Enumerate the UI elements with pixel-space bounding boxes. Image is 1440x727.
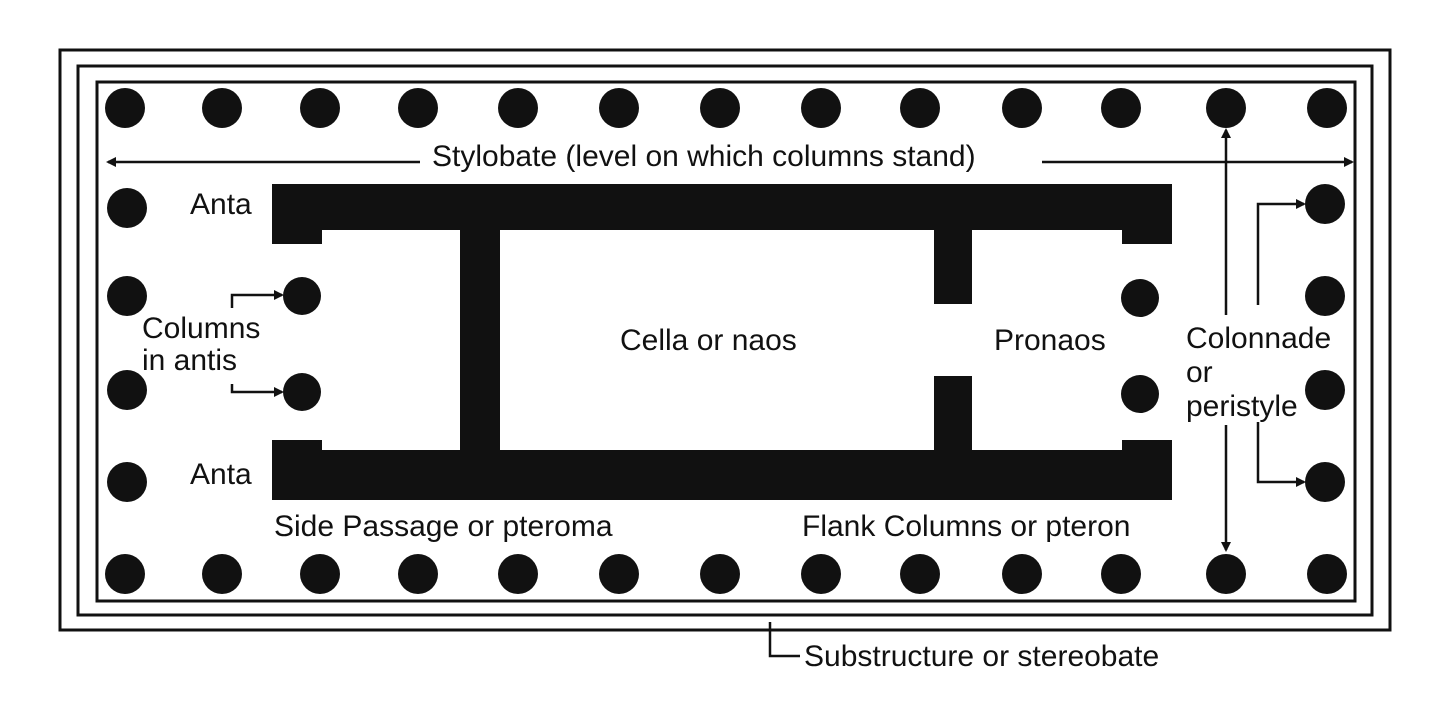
column-top-13 bbox=[1307, 88, 1347, 128]
leader-lines bbox=[106, 128, 1354, 658]
north-wall bbox=[272, 184, 1172, 230]
column-in-antis-west-1 bbox=[283, 277, 321, 315]
column-bottom-3 bbox=[300, 554, 340, 594]
anta-top-label: Anta bbox=[190, 188, 252, 221]
columns-in-antis-label-line1: Columns bbox=[142, 312, 260, 345]
column-top-5 bbox=[498, 88, 538, 128]
colonnade-arrow-lower bbox=[1256, 422, 1306, 487]
east-anta-bottom bbox=[1122, 440, 1172, 500]
column-bottom-5 bbox=[498, 554, 538, 594]
stylobate-label: Stylobate (level on which columns stand) bbox=[432, 140, 976, 173]
column-west-2 bbox=[107, 276, 147, 316]
column-top-4 bbox=[398, 88, 438, 128]
column-bottom-8 bbox=[801, 554, 841, 594]
column-west-3 bbox=[107, 370, 147, 410]
colonnade-label-line2: or bbox=[1186, 356, 1213, 389]
south-wall bbox=[272, 450, 1172, 500]
anta-bottom-label: Anta bbox=[190, 458, 252, 491]
cella-label: Cella or naos bbox=[620, 324, 797, 357]
column-in-antis-east-2 bbox=[1121, 375, 1159, 413]
columns-in-antis bbox=[283, 277, 1159, 413]
column-west-4 bbox=[107, 462, 147, 502]
column-top-6 bbox=[599, 88, 639, 128]
column-top-3 bbox=[300, 88, 340, 128]
column-bottom-12 bbox=[1206, 554, 1246, 594]
column-east-4 bbox=[1305, 462, 1345, 502]
substructure-leader bbox=[768, 622, 800, 658]
west-anta-top bbox=[272, 184, 322, 244]
column-bottom-2 bbox=[202, 554, 242, 594]
columns-in-antis-arrow-top bbox=[230, 290, 284, 308]
column-top-8 bbox=[801, 88, 841, 128]
column-top-9 bbox=[900, 88, 940, 128]
column-east-3 bbox=[1305, 370, 1345, 410]
column-in-antis-east-1 bbox=[1121, 279, 1159, 317]
pronaos-wall-upper bbox=[934, 184, 972, 304]
column-bottom-13 bbox=[1307, 554, 1347, 594]
stereobate-middle-border bbox=[76, 64, 1374, 617]
side-passage-label: Side Passage or pteroma bbox=[274, 510, 613, 543]
column-bottom-4 bbox=[398, 554, 438, 594]
colonnade-label-line1: Colonnade bbox=[1186, 322, 1331, 355]
colonnade-arrow-upper bbox=[1256, 199, 1306, 305]
column-bottom-10 bbox=[1002, 554, 1042, 594]
peristyle-columns bbox=[105, 88, 1347, 594]
stylobate-border bbox=[95, 80, 1357, 603]
cella-walls bbox=[272, 184, 1172, 500]
column-bottom-7 bbox=[700, 554, 740, 594]
column-top-12 bbox=[1206, 88, 1246, 128]
column-west-1 bbox=[107, 188, 147, 228]
column-east-2 bbox=[1305, 276, 1345, 316]
columns-in-antis-label-line2: in antis bbox=[142, 344, 237, 377]
column-top-1 bbox=[105, 88, 145, 128]
column-bottom-1 bbox=[105, 554, 145, 594]
west-anta-bottom bbox=[272, 440, 322, 500]
east-anta-top bbox=[1122, 184, 1172, 244]
opisthodomos-cross-wall bbox=[460, 184, 500, 500]
substructure-label: Substructure or stereobate bbox=[804, 640, 1159, 673]
column-top-11 bbox=[1101, 88, 1141, 128]
colonnade-label-line3: peristyle bbox=[1186, 390, 1298, 423]
column-top-7 bbox=[700, 88, 740, 128]
column-in-antis-west-2 bbox=[283, 373, 321, 411]
column-top-2 bbox=[202, 88, 242, 128]
stereobate-outer-border bbox=[58, 48, 1392, 632]
column-bottom-11 bbox=[1101, 554, 1141, 594]
pronaos-label: Pronaos bbox=[994, 324, 1106, 357]
column-east-1 bbox=[1305, 184, 1345, 224]
column-top-10 bbox=[1002, 88, 1042, 128]
flank-columns-label: Flank Columns or pteron bbox=[802, 510, 1130, 543]
column-bottom-6 bbox=[599, 554, 639, 594]
columns-in-antis-arrow-bottom bbox=[230, 384, 284, 397]
column-bottom-9 bbox=[900, 554, 940, 594]
pronaos-wall-lower bbox=[934, 376, 972, 500]
